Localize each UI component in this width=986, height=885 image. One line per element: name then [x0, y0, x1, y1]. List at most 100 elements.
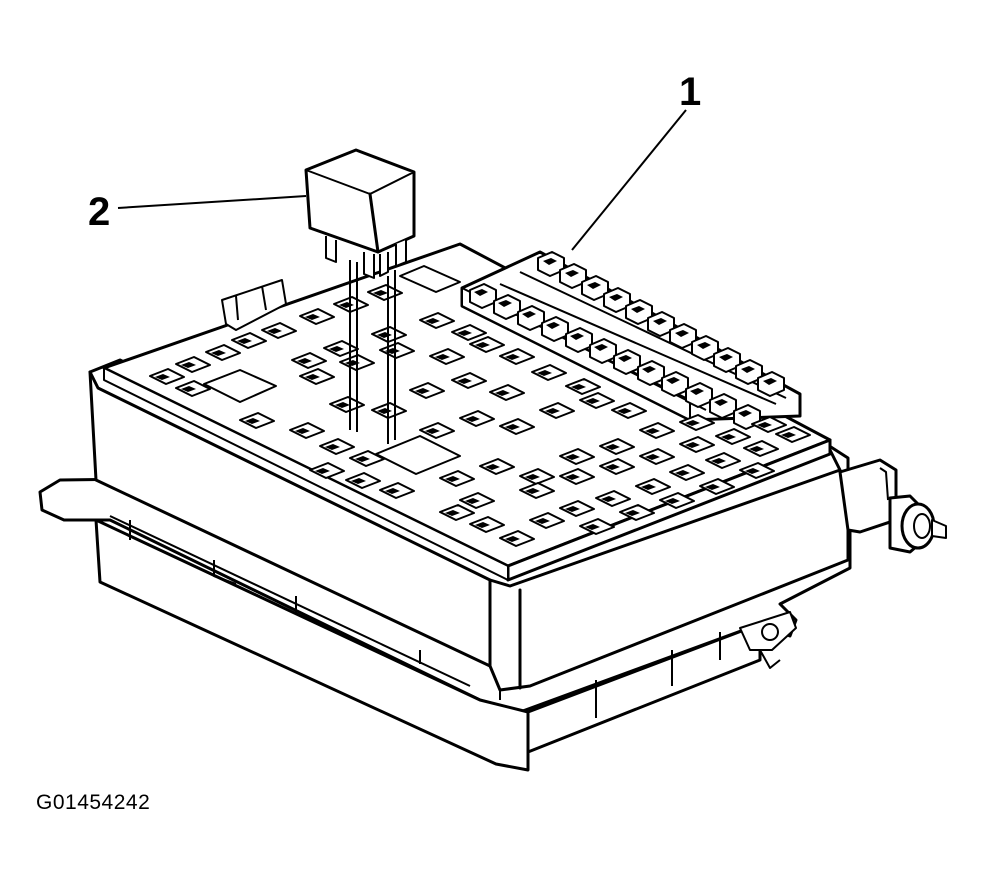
socket-pin — [585, 398, 600, 404]
socket-pin — [585, 524, 600, 530]
socket-pin — [457, 330, 472, 336]
fuse-slot — [546, 322, 560, 329]
socket-pin — [465, 498, 480, 504]
socket-pin — [435, 354, 450, 360]
fuse-slot — [543, 258, 557, 265]
socket-pin — [565, 454, 580, 460]
socket-pin — [237, 338, 252, 344]
fuse-slot — [570, 333, 584, 340]
socket-pin — [305, 374, 320, 380]
fuse-slot — [714, 399, 728, 406]
socket-pin — [315, 468, 330, 474]
fuse — [541, 316, 569, 342]
socket-pin — [485, 464, 500, 470]
socket-pin — [605, 464, 620, 470]
socket-pin — [781, 432, 796, 438]
socket-pin — [757, 422, 772, 428]
callout-number-1: 1 — [679, 70, 702, 114]
fuse-slot — [631, 306, 645, 313]
socket-pin — [245, 418, 260, 424]
fuse-slot — [609, 294, 623, 301]
fuse-slot — [522, 311, 536, 318]
socket-pin — [325, 444, 340, 450]
callout-number-2: 2 — [88, 190, 111, 234]
socket-pin — [745, 468, 760, 474]
socket-pin — [537, 370, 552, 376]
socket-pin — [535, 518, 550, 524]
socket-pin — [605, 444, 620, 450]
socket-pin — [617, 408, 632, 414]
socket-pin — [181, 362, 196, 368]
leader-line-1 — [571, 109, 687, 251]
socket-pin — [181, 386, 196, 392]
fuse — [493, 294, 521, 320]
fuse — [517, 305, 545, 331]
socket-pin — [457, 378, 472, 384]
socket-pin — [685, 442, 700, 448]
fuse — [469, 283, 497, 309]
fuse-slot — [594, 344, 608, 351]
fuse — [685, 382, 713, 408]
socket-pin — [565, 474, 580, 480]
fuse-slot — [587, 282, 601, 289]
fuse — [661, 371, 689, 397]
socket-pin — [525, 474, 540, 480]
socket-pin — [711, 458, 726, 464]
socket-pin — [685, 420, 700, 426]
top-deck — [102, 242, 832, 582]
socket-pin — [475, 342, 490, 348]
fuse-slot — [741, 366, 755, 373]
socket-pin — [525, 488, 540, 494]
fuse — [637, 360, 665, 386]
socket-pin — [335, 402, 350, 408]
socket-pin — [155, 374, 170, 380]
socket-pin — [495, 390, 510, 396]
socket-pin — [475, 522, 490, 528]
socket-pin — [641, 484, 656, 490]
fuse-slot — [690, 388, 704, 395]
socket-pin — [425, 318, 440, 324]
socket-pin — [565, 506, 580, 512]
socket-pin — [571, 384, 586, 390]
fuse-slot — [697, 342, 711, 349]
fuse-slot — [666, 377, 680, 384]
side-connector — [838, 458, 947, 554]
socket-pin — [721, 434, 736, 440]
socket-pin — [625, 510, 640, 516]
fuse — [565, 327, 593, 353]
fuse-slot — [675, 330, 689, 337]
socket-pin — [305, 314, 320, 320]
socket-pin — [675, 470, 690, 476]
socket-pin — [351, 478, 366, 484]
fuse-slot — [498, 300, 512, 307]
figure-id: G01454242 — [36, 791, 151, 814]
socket-pin — [385, 488, 400, 494]
fuse — [709, 393, 737, 419]
fuse-slot — [618, 355, 632, 362]
socket-pin — [267, 328, 282, 334]
fuse-slot — [642, 366, 656, 373]
socket-pin — [645, 454, 660, 460]
fuse-slot — [653, 318, 667, 325]
socket-pin — [355, 456, 370, 462]
socket-pin — [445, 510, 460, 516]
relay — [304, 148, 416, 279]
socket-pin — [505, 424, 520, 430]
socket-pin — [601, 496, 616, 502]
socket-pin — [545, 408, 560, 414]
socket-pin — [445, 476, 460, 482]
fuse-slot — [763, 378, 777, 385]
install-guide-lines — [349, 260, 396, 444]
socket-pin — [373, 290, 388, 296]
socket-pin — [415, 388, 430, 394]
fuse — [613, 349, 641, 375]
socket-pin — [425, 428, 440, 434]
socket-pin — [505, 354, 520, 360]
socket-pin — [297, 358, 312, 364]
socket-pin — [705, 484, 720, 490]
socket-pin — [211, 350, 226, 356]
socket-pin — [295, 428, 310, 434]
socket-pin — [465, 416, 480, 422]
